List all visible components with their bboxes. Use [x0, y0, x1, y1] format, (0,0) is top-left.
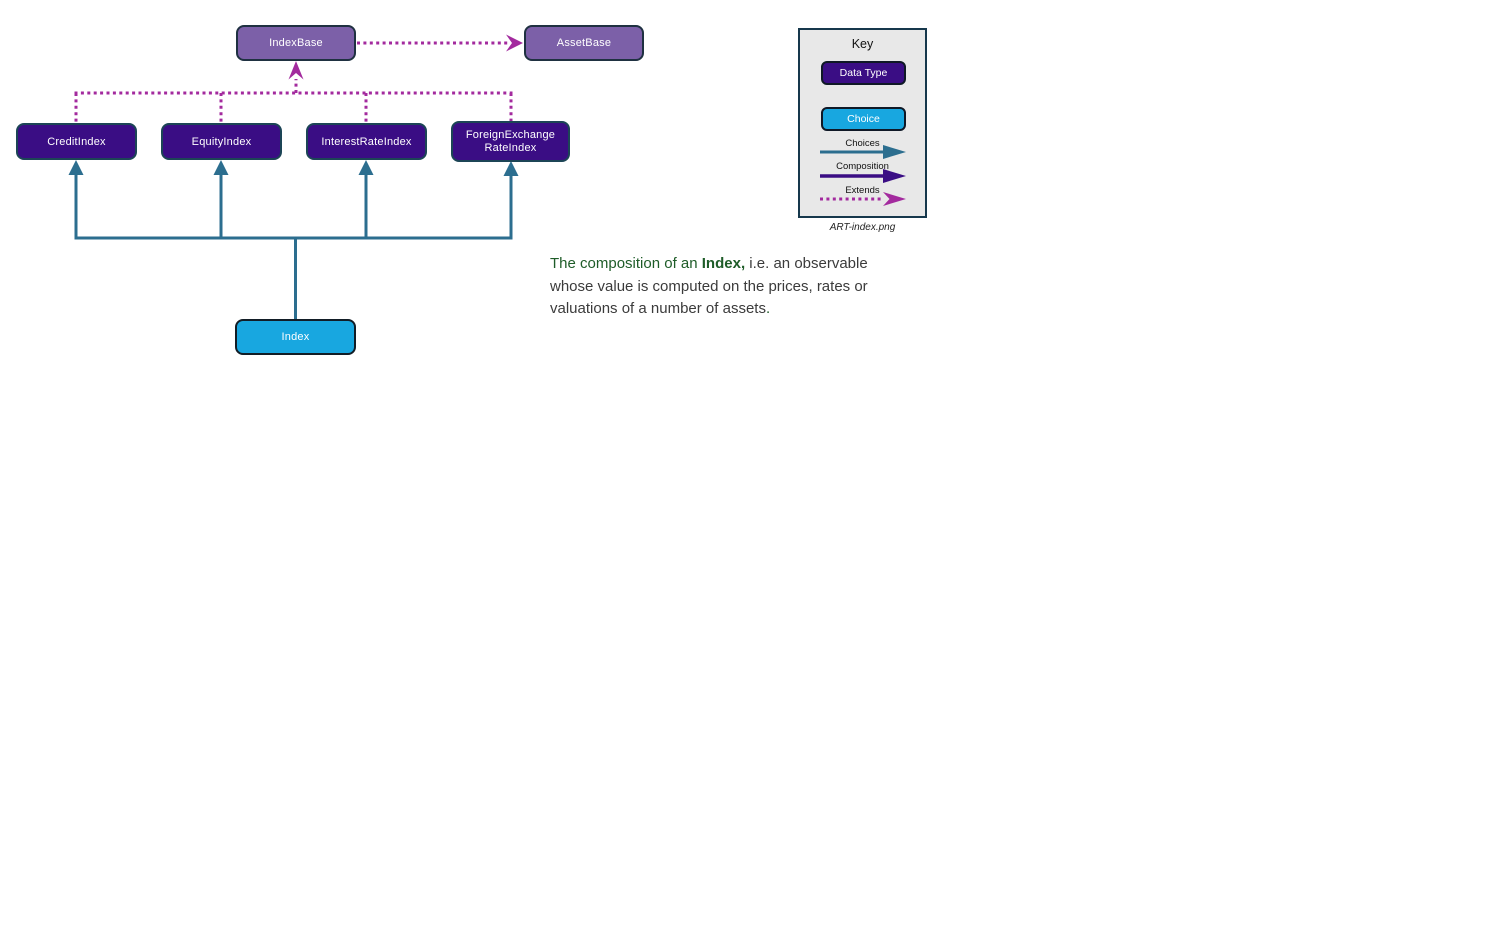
annotation-index-bold: Index,	[701, 255, 746, 272]
choices-connectors	[68, 160, 519, 320]
annotation-green-lead: The composition of an	[550, 255, 702, 272]
key-data-type-chip: Data Type	[821, 61, 906, 85]
extends-connectors	[74, 41, 513, 123]
key-choice-chip: Choice	[821, 107, 906, 131]
choices-arrow-icon	[820, 145, 906, 159]
key-choices-label: Choices	[845, 138, 880, 149]
annotation-text: The composition of an Index, i.e. an obs…	[550, 253, 930, 321]
extends-arrow-icon	[820, 192, 906, 206]
node-interest-rate-index: InterestRateIndex	[306, 123, 427, 160]
node-index: Index	[235, 319, 356, 355]
node-foreign-exchange-rate-index: ForeignExchange RateIndex	[451, 121, 570, 162]
annotation-period: .	[765, 300, 771, 317]
choices-arrowhead-credit	[68, 160, 84, 175]
annotation-line3-text: valuations of a number of assets	[550, 300, 766, 317]
node-equity-index: EquityIndex	[161, 123, 282, 160]
extends-arrowhead-assetbase	[506, 34, 523, 52]
node-asset-base: AssetBase	[524, 25, 644, 61]
node-index-base: IndexBase	[236, 25, 356, 61]
key-title: Key	[851, 37, 874, 51]
key-caption: ART-index.png	[829, 222, 896, 233]
annotation-line1-rest: i.e. an observable	[745, 255, 868, 272]
key-composition-label: Composition	[836, 161, 889, 172]
annotation-line-2: whose value is computed on the prices, r…	[550, 277, 868, 295]
key-extends-label: Extends	[845, 185, 880, 196]
extends-arrowhead-indexbase	[288, 61, 304, 80]
composition-arrow-icon	[820, 169, 906, 183]
choices-arrowhead-equity	[213, 160, 229, 175]
choices-arrowhead-fx	[503, 161, 519, 176]
choices-arrowhead-interest	[358, 160, 374, 175]
annotation-line-3: valuations of a number of assets.	[550, 298, 930, 321]
annotation-line-1: The composition of an Index, i.e. an obs…	[550, 253, 930, 276]
node-credit-index: CreditIndex	[16, 123, 137, 160]
key-panel: Key Data Type Choice Choices Composition…	[798, 28, 927, 218]
